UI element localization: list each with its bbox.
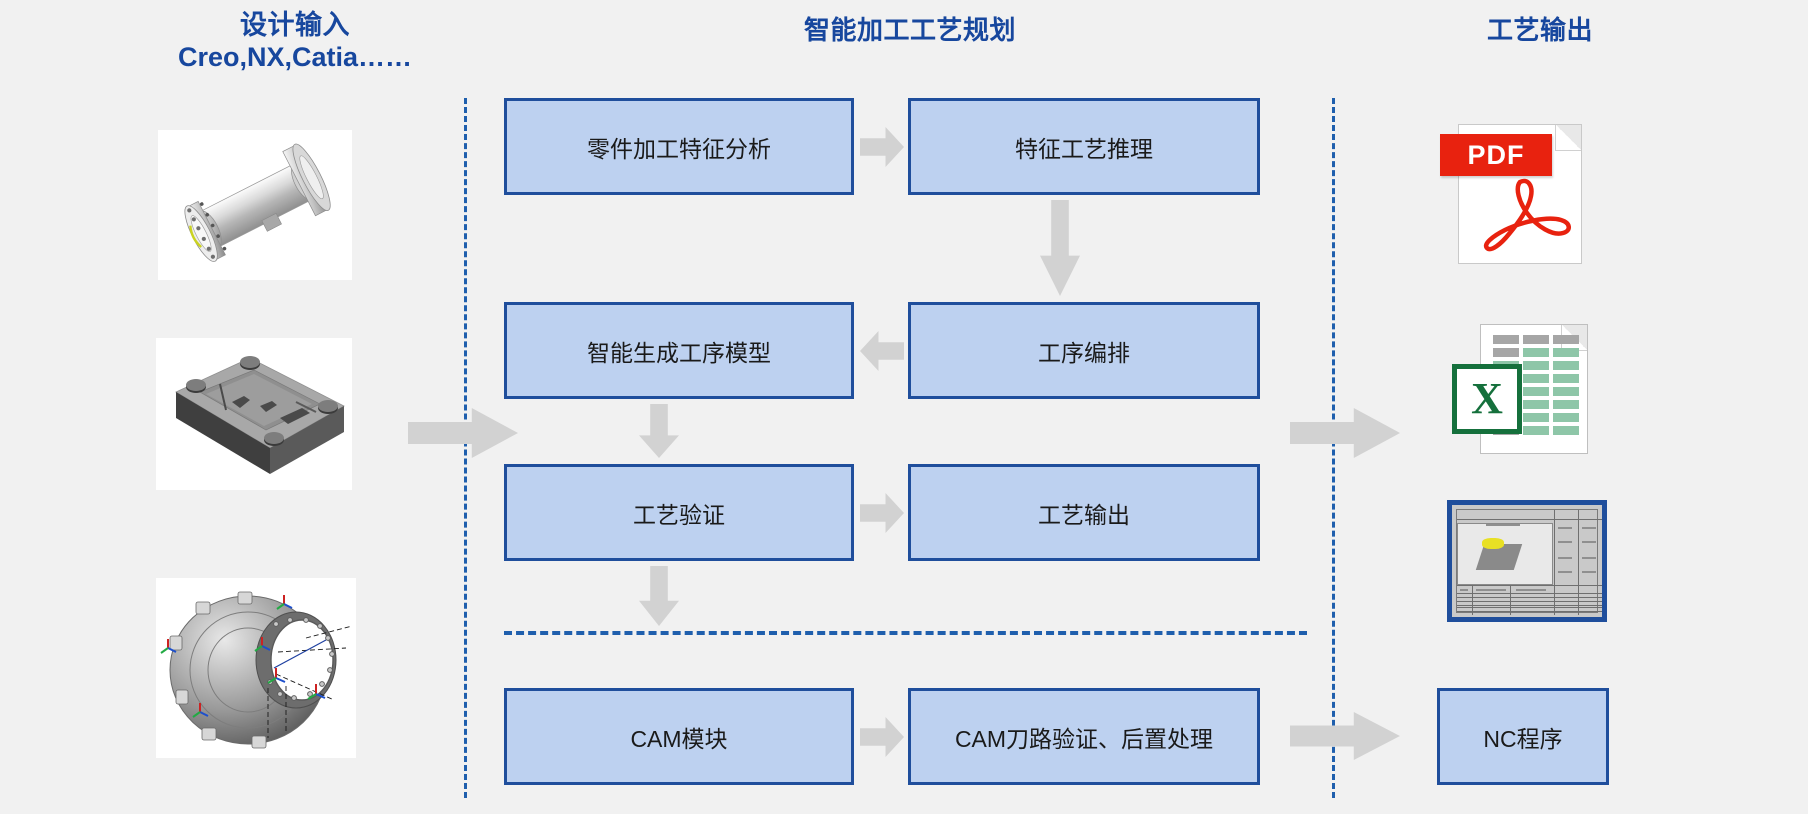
- process-drawing-icon: [1447, 500, 1607, 622]
- divider-dashed-right: [1332, 98, 1335, 798]
- output-box-nc-program[interactable]: NC程序: [1437, 688, 1609, 785]
- divider-dashed-horizontal-cam: [504, 631, 1307, 635]
- input-thumbnail-shaft-housing: [158, 130, 352, 280]
- arrow-toolpath-to-nc-icon: [1290, 712, 1400, 760]
- drawing-3d-view: [1457, 523, 1553, 585]
- column-title-design-input-main: 设计输入: [240, 10, 350, 40]
- arrow-cam-to-toolpath-icon: [860, 717, 904, 757]
- column-title-design-input: 设计输入 Creo,NX,Catia……: [60, 10, 530, 74]
- column-title-process-output: 工艺输出: [1486, 15, 1593, 45]
- shaft-housing-icon: [158, 130, 352, 280]
- excel-x-badge: X: [1452, 364, 1522, 434]
- drawing-part-highlight: [1482, 538, 1504, 549]
- process-box-cam-module[interactable]: CAM模块: [504, 688, 854, 785]
- arrow-input-to-planning-icon: [408, 408, 518, 458]
- pdf-file-icon: PDF: [1440, 118, 1606, 268]
- pdf-page-fold-icon: [1555, 125, 1581, 151]
- arrow-model-to-verification-icon: [639, 404, 679, 458]
- process-box-process-verify[interactable]: 工艺验证: [504, 464, 854, 561]
- process-box-feature-reasoning[interactable]: 特征工艺推理: [908, 98, 1260, 195]
- engine-casing-icon: [156, 578, 356, 758]
- pdf-badge-label: PDF: [1440, 134, 1552, 176]
- arrow-planning-to-output-icon: [1290, 408, 1400, 458]
- process-box-feature-analysis[interactable]: 零件加工特征分析: [504, 98, 854, 195]
- column-title-design-input-sub: Creo,NX,Catia……: [177, 41, 413, 72]
- input-thumbnail-engine-casing: [156, 578, 356, 758]
- excel-file-icon: X: [1452, 318, 1594, 468]
- arrow-verification-to-output-icon: [860, 493, 904, 533]
- divider-dashed-left: [464, 98, 467, 798]
- process-box-operation-sequence[interactable]: 工序编排: [908, 302, 1260, 399]
- column-title-process-planning: 智能加工工艺规划: [803, 15, 1016, 45]
- mold-block-icon: [156, 338, 352, 490]
- arrow-sequencing-to-model-icon: [860, 331, 904, 371]
- pdf-acrobat-swirl-icon: [1483, 178, 1571, 252]
- arrow-output-to-cam-icon: [639, 566, 679, 626]
- arrow-feature-analysis-to-reasoning-icon: [860, 127, 904, 167]
- input-thumbnail-mold-block: [156, 338, 352, 490]
- drawing-sheet: [1452, 505, 1602, 617]
- arrow-reasoning-to-sequencing-icon: [1040, 200, 1080, 296]
- process-box-generate-model[interactable]: 智能生成工序模型: [504, 302, 854, 399]
- process-box-cam-toolpath[interactable]: CAM刀路验证、后置处理: [908, 688, 1260, 785]
- process-box-process-output[interactable]: 工艺输出: [908, 464, 1260, 561]
